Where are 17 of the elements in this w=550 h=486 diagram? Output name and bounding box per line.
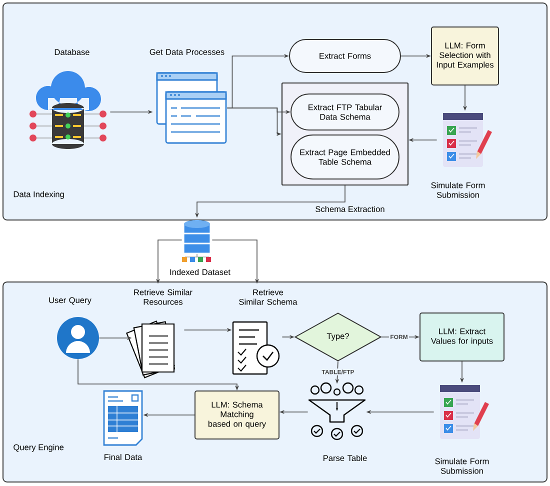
node-label: Database bbox=[54, 48, 90, 56]
node-label: User Query bbox=[49, 297, 92, 305]
process-pill: Extract FTP Tabular Data Schema bbox=[290, 94, 400, 130]
node-label: Retrieve Similar Resources bbox=[134, 289, 192, 305]
node-label: Get Data Processes bbox=[150, 49, 224, 55]
process-box: LLM: Extract Values for inputs bbox=[420, 312, 504, 362]
process-box: LLM: Schema Matching based on query bbox=[194, 390, 280, 440]
node-label: Retrieve Similar Schema bbox=[239, 289, 298, 305]
node-label: Simulate Form Submission bbox=[431, 182, 485, 198]
node-label: Parse Table bbox=[324, 454, 367, 462]
process-pill: Extract Page Embedded Table Schema bbox=[290, 134, 400, 180]
process-pill: Extract Forms bbox=[289, 39, 401, 73]
process-box: LLM: Form Selection with Input Examples bbox=[431, 26, 499, 86]
node-label: Simulate Form Submission bbox=[435, 458, 489, 474]
node-label: Final Data bbox=[104, 454, 142, 460]
node-label: Indexed Dataset bbox=[170, 268, 230, 276]
node-label: Schema Extraction bbox=[316, 206, 384, 212]
